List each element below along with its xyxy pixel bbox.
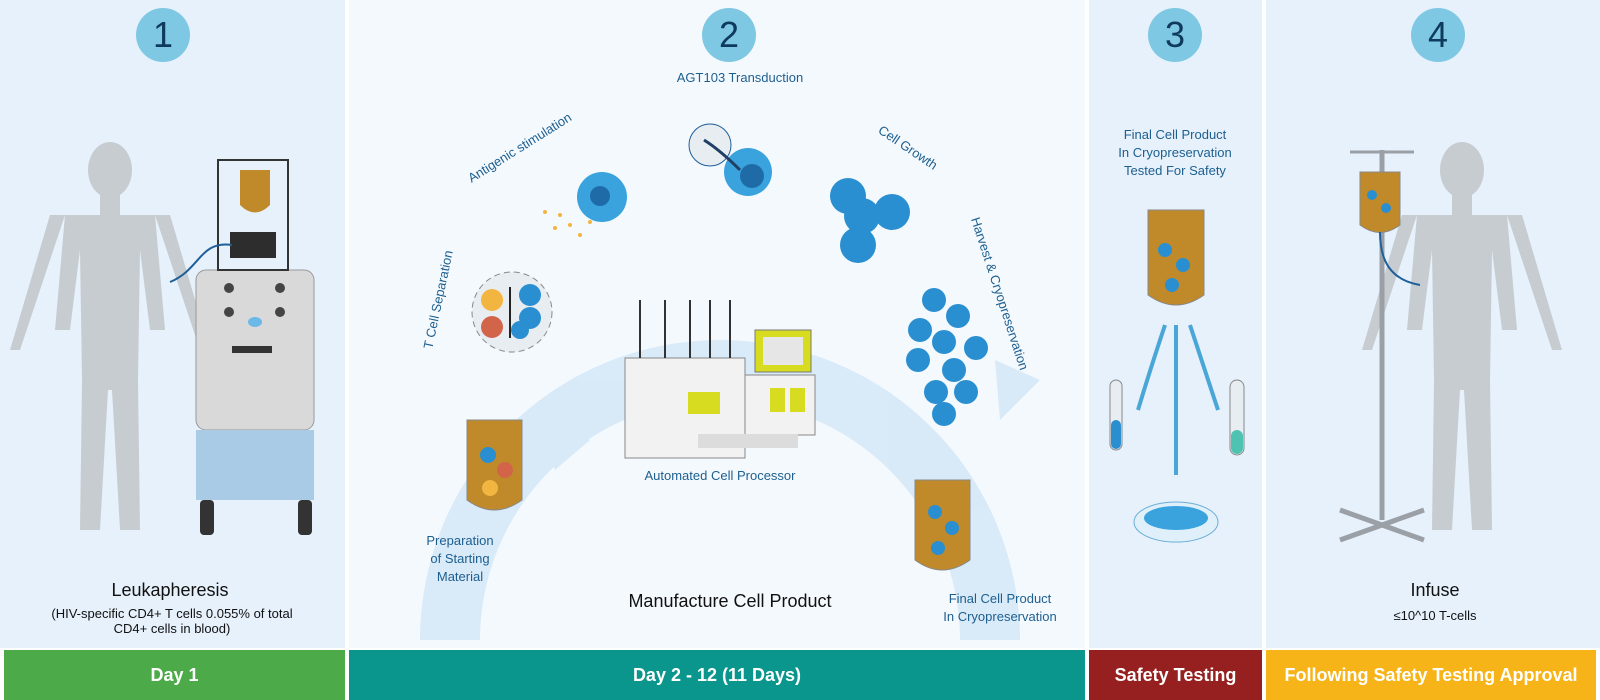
- patient-figure-right: [1362, 142, 1562, 530]
- step-number-4: 4: [1411, 8, 1465, 62]
- cell-separation-dish: [471, 271, 553, 353]
- label-automated-processor: Automated Cell Processor: [644, 468, 796, 483]
- label-final-cryo: Final Cell Product In Cryopreservation: [943, 591, 1057, 624]
- subtitle-leukapheresis: (HIV-specific CD4+ T cells 0.055% of tot…: [51, 606, 293, 636]
- step-number-1: 1: [136, 8, 190, 62]
- process-illustration: [10, 123, 1562, 640]
- patient-figure-left: [10, 142, 210, 530]
- safety-test-bag: [1147, 209, 1205, 306]
- test-tube: [1109, 379, 1123, 451]
- cryo-bag-final: [914, 479, 971, 571]
- sample-vial: [1229, 379, 1245, 456]
- title-manufacture: Manufacture Cell Product: [628, 591, 832, 611]
- subtitle-infuse: ≤10^10 T-cells: [1393, 608, 1477, 623]
- step-number-3: 3: [1148, 8, 1202, 62]
- label-preparation: Preparation of Starting Material: [426, 533, 494, 584]
- cell-processor: [624, 300, 816, 459]
- timeline-day-1: Day 1: [4, 650, 345, 700]
- title-leukapheresis: Leukapheresis: [111, 580, 229, 600]
- label-tested-for-safety: Final Cell Product In Cryopreservation T…: [1118, 127, 1232, 178]
- cycle-arrow: [420, 340, 1040, 640]
- petri-dish: [1133, 501, 1219, 543]
- title-infuse: Infuse: [1410, 580, 1460, 600]
- apheresis-machine: [169, 159, 315, 535]
- timeline-safety-testing: Safety Testing: [1089, 650, 1262, 700]
- antigen-cell: [543, 172, 627, 237]
- timeline-approval: Following Safety Testing Approval: [1266, 650, 1596, 700]
- harvest-cells: [906, 288, 988, 426]
- test-arrows: [1136, 324, 1220, 475]
- starting-material-bag: [466, 419, 523, 511]
- step-number-2: 2: [702, 8, 756, 62]
- iv-stand: [1339, 150, 1425, 543]
- growing-cells: [830, 178, 910, 263]
- label-transduction: AGT103 Transduction: [676, 70, 804, 85]
- timeline-day-2-12: Day 2 - 12 (11 Days): [349, 650, 1085, 700]
- virus-transduction: [688, 123, 772, 196]
